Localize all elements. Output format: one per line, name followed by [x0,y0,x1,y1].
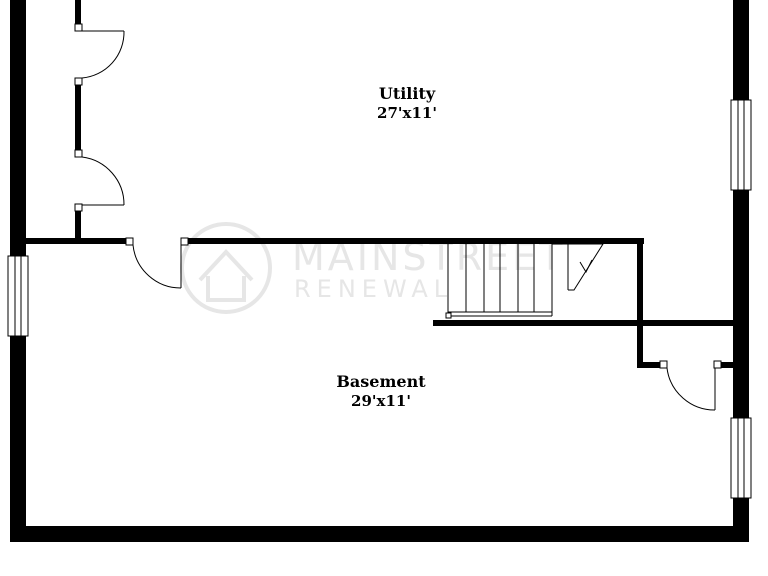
room-name-basement: Basement [336,372,426,391]
closet-wall-low-segment [75,210,81,243]
partition-wall-left [26,238,128,244]
stair-wall-vertical [637,238,643,368]
windows [7,99,752,499]
room-name-utility: Utility [379,84,436,103]
partition-wall-right [186,238,644,244]
closet-wall-bottom-left [637,362,663,368]
room-label-basement: Basement 29'x11' [336,372,426,410]
door-right-closet [659,360,722,411]
closet-wall-mid-segment [75,85,81,155]
window-basement-right [730,417,752,499]
watermark-logo: MAINSTREET RENEWAL [180,222,562,314]
stair-wall-bottom [433,320,733,326]
closet-wall-bottom-right [718,362,733,368]
interior-walls [26,0,733,368]
room-size-utility: 27'x11' [377,104,437,122]
door-closet-lower [74,149,125,212]
house-circle-logo-icon [180,222,272,314]
door-utility-basement [125,237,189,289]
closet-wall-top-segment [75,0,81,24]
window-utility-right [730,99,752,191]
window-basement-left [7,255,29,337]
door-closet-upper [74,23,125,86]
room-size-basement: 29'x11' [351,392,411,410]
staircase [445,243,604,319]
outer-wall-bottom [10,526,749,542]
room-label-utility: Utility 27'x11' [377,84,437,122]
doors [74,23,722,411]
watermark-brand-line2: RENEWAL [294,275,453,303]
